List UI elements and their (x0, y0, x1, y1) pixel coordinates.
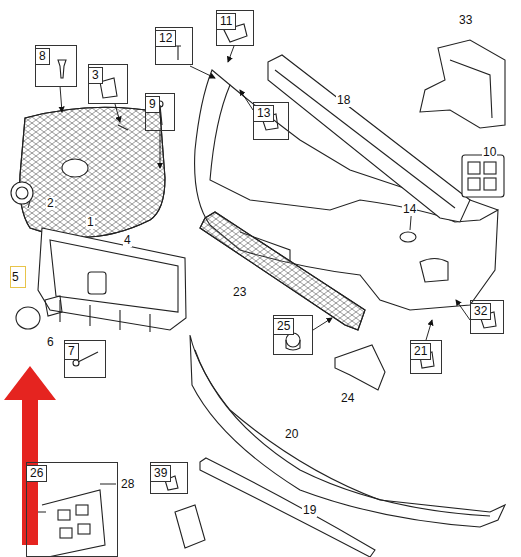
parts-callout-box: 25 (273, 315, 313, 355)
parts-callout-box: 7 (64, 340, 106, 378)
parts-callout-box: 3 (88, 64, 128, 104)
callout-number: 14 (402, 203, 417, 216)
callout-number: 6 (46, 336, 55, 349)
callout-number: 5 (11, 270, 20, 285)
callout-number: 33 (458, 14, 473, 27)
callout-number: 28 (120, 478, 135, 491)
parts-callout-box: 39 (150, 462, 188, 494)
callout-number: 9 (145, 96, 160, 113)
parts-callout-box: 32 (470, 300, 504, 334)
callout-number: 32 (470, 303, 491, 320)
callout-number: 8 (35, 48, 50, 65)
callout-number: 11 (216, 13, 236, 30)
parts-callout-box: 21 (410, 340, 442, 374)
callout-number: 20 (284, 428, 299, 441)
parts-callout-box: 11 (216, 10, 254, 46)
callout-number: 24 (340, 392, 355, 405)
parts-callout-box: 12 (155, 27, 193, 65)
parts-callout-box: 8 (35, 45, 77, 87)
callout-number: 25 (273, 318, 294, 335)
callout-number: 3 (88, 67, 103, 84)
parts-callout-box: 13 (253, 102, 289, 140)
callout-number: 18 (336, 94, 351, 107)
parts-callout-box: 9 (145, 93, 175, 131)
parts-callout-box: 26 (26, 462, 118, 557)
callout-number: 23 (232, 286, 247, 299)
callout-number: 1 (86, 216, 95, 229)
callout-number: 7 (64, 343, 79, 360)
callout-number: 10 (482, 146, 497, 159)
callout-number: 19 (302, 504, 317, 517)
callout-number: 13 (253, 105, 274, 122)
callout-number: 4 (123, 234, 132, 247)
callout-number: 21 (410, 343, 431, 360)
parts-callout-box: 5 (10, 266, 26, 288)
callout-number: 12 (155, 30, 176, 47)
callout-number: 26 (26, 465, 47, 482)
callout-number: 39 (150, 465, 171, 482)
callout-number: 2 (46, 197, 55, 210)
